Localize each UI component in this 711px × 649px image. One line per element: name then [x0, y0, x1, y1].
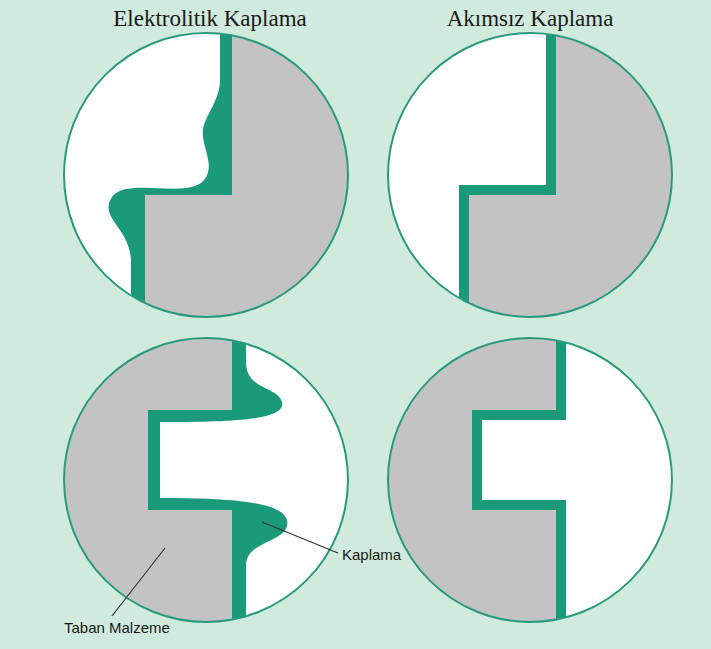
- base-material: [469, 0, 711, 340]
- coating: [109, 0, 232, 340]
- coating: [472, 320, 566, 640]
- base-material: [40, 320, 232, 640]
- view-circle-outline: [388, 338, 672, 622]
- column-title: Elektrolitik Kaplama: [113, 6, 307, 32]
- view-circle-outline: [64, 338, 348, 622]
- base-material: [370, 320, 556, 640]
- view-circle-outline: [388, 33, 672, 317]
- view-circle-outline: [64, 33, 348, 317]
- leader-line: [262, 522, 338, 553]
- part-label: Kaplama: [342, 546, 401, 563]
- leader-line: [112, 548, 165, 616]
- coating: [459, 0, 556, 340]
- part-label: Taban Malzeme: [64, 619, 170, 636]
- base-material: [145, 0, 400, 340]
- coating: [148, 320, 287, 640]
- column-title: Akımsız Kaplama: [447, 6, 614, 32]
